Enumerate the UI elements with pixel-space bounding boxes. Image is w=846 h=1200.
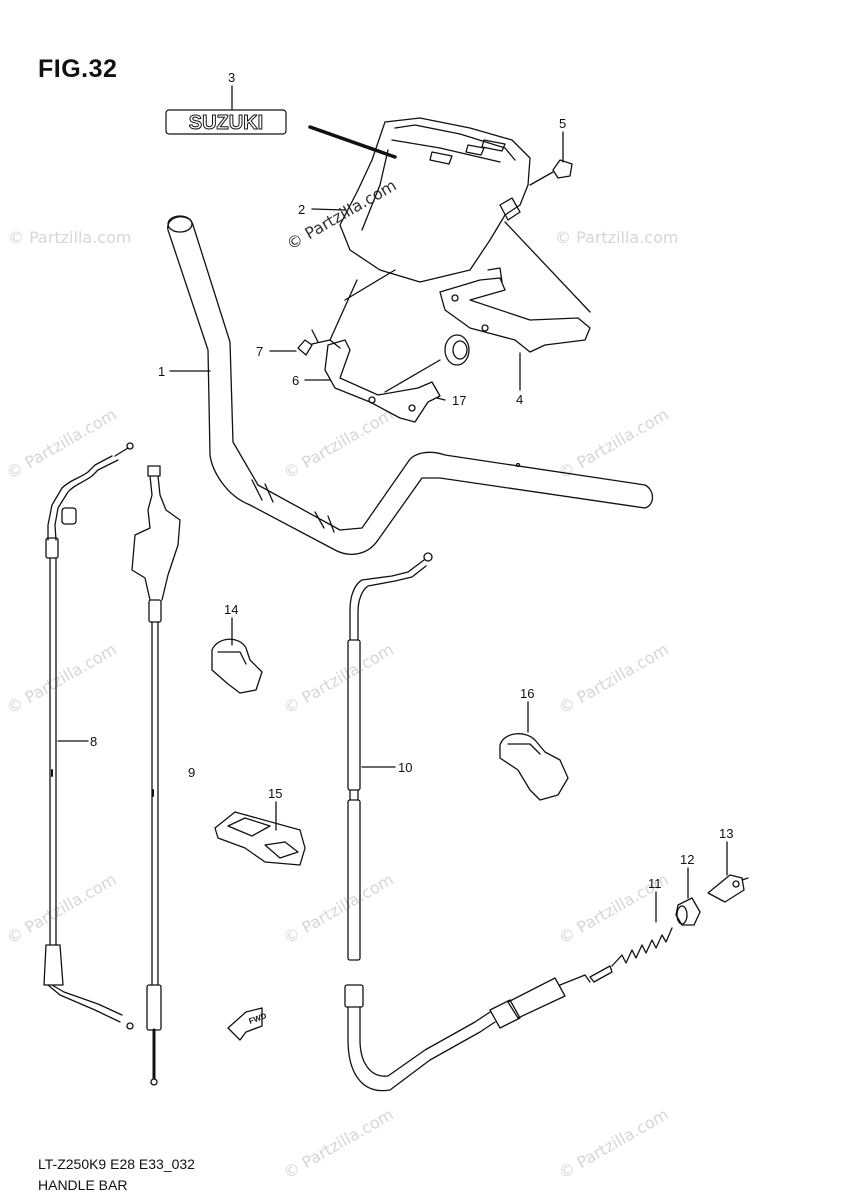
callout-8: 8: [90, 734, 97, 749]
screw-icon: [297, 329, 331, 356]
screw-icon: [529, 159, 573, 186]
watermark: © Partzilla.com: [8, 228, 132, 247]
cover-bracket-left: [324, 339, 441, 423]
clamp-icon: [214, 811, 306, 866]
leader-line: [329, 279, 358, 341]
cover-bracket-right: [439, 267, 591, 353]
callout-13: 13: [719, 826, 733, 841]
leader-line: [436, 397, 446, 401]
forward-label: FWD: [248, 1011, 268, 1026]
callout-10: 10: [398, 760, 412, 775]
throttle-cable: [43, 442, 134, 1030]
boot-icon: [675, 897, 701, 926]
handlebar-cover: [339, 117, 531, 301]
cable-joint-icon: [707, 874, 749, 903]
callout-7: 7: [256, 344, 263, 359]
front-brake-cable: [131, 465, 181, 1086]
callout-15: 15: [268, 786, 282, 801]
watermark: © Partzilla.com: [555, 228, 679, 247]
callout-2: 2: [298, 202, 305, 217]
callout-6: 6: [292, 373, 299, 388]
clamp-icon: [499, 733, 569, 801]
callout-5: 5: [559, 116, 566, 131]
callout-9: 9: [188, 765, 195, 780]
figure-title: FIG.32: [38, 55, 118, 83]
cushion-icon: [384, 334, 470, 393]
forward-arrow-icon: FWD: [227, 1007, 268, 1041]
callout-14: 14: [224, 602, 238, 617]
rear-brake-cable: [344, 552, 613, 1092]
callout-4: 4: [516, 392, 523, 407]
leader-line: [308, 125, 397, 159]
spring-icon: [611, 927, 673, 967]
suzuki-emblem: SUZUKI: [165, 109, 287, 135]
callout-16: 16: [520, 686, 534, 701]
callout-17: 17: [452, 393, 466, 408]
handlebar: [167, 215, 654, 555]
callout-11: 11: [648, 876, 662, 891]
callout-1: 1: [158, 364, 165, 379]
emblem-text: SUZUKI: [189, 112, 263, 134]
figure-name: HANDLE BAR: [38, 1177, 128, 1193]
callout-3: 3: [228, 70, 235, 85]
figure-code: LT-Z250K9 E28 E33_032: [38, 1156, 195, 1172]
leader-line: [311, 208, 346, 211]
clamp-icon: [211, 638, 263, 694]
leader-line: [504, 221, 591, 313]
callout-12: 12: [680, 852, 694, 867]
